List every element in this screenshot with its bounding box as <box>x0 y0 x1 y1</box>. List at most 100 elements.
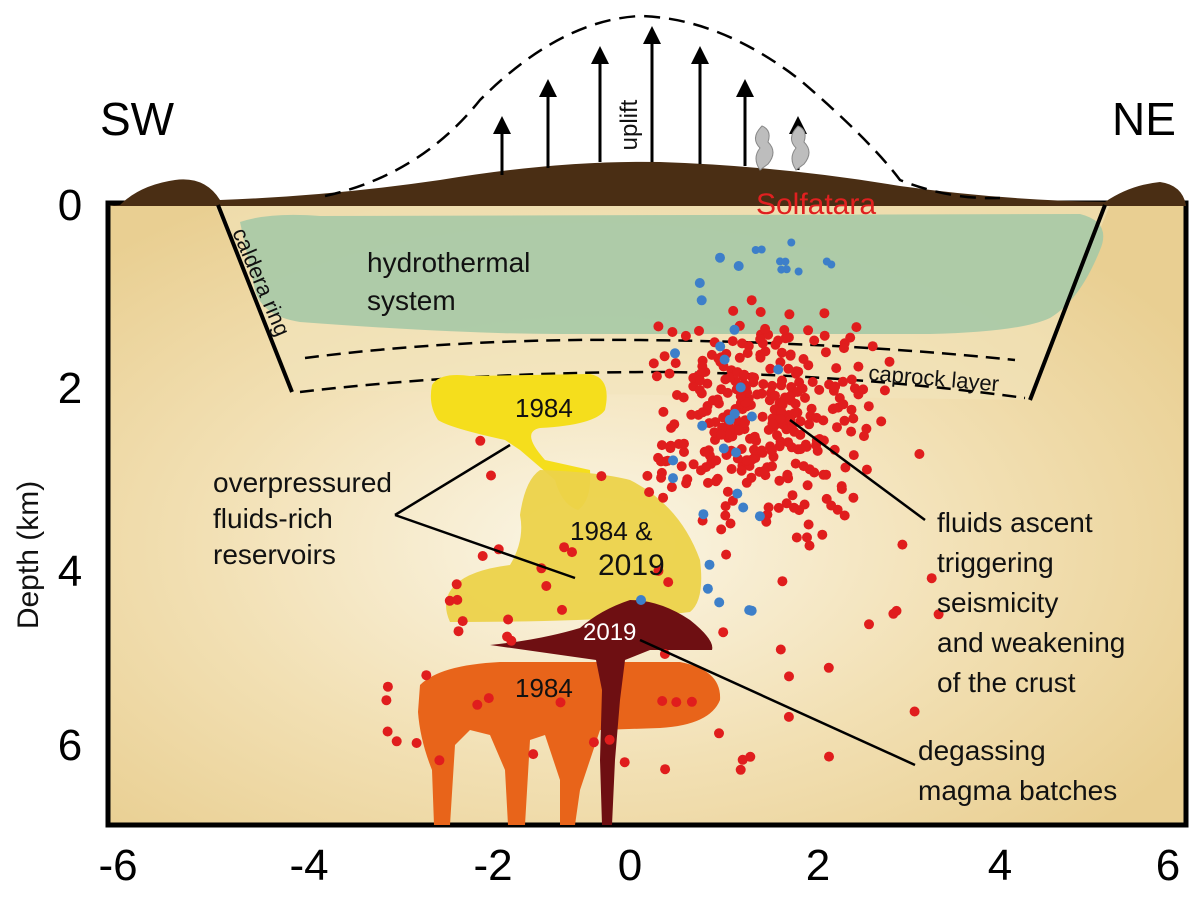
earthquake-dot <box>725 518 736 529</box>
earthquake-dot <box>695 375 705 386</box>
fluid-event-dot <box>718 443 729 454</box>
earthquake-dot <box>712 473 723 484</box>
earthquake-dot <box>773 502 784 513</box>
earthquake-dot <box>823 662 834 673</box>
earthquake-dot <box>826 500 837 511</box>
earthquake-dot <box>381 695 392 706</box>
earthquake-dot <box>741 455 752 466</box>
y-tick: 6 <box>58 721 82 770</box>
overpressured-label: overpressured <box>213 467 392 498</box>
fluid-event-dot <box>668 455 679 466</box>
magma-batch-2019 <box>490 600 713 825</box>
earthquake-dot <box>790 458 801 469</box>
earthquake-dot <box>720 501 731 512</box>
y-axis-label: Depth (km) <box>12 481 45 629</box>
earthquake-dot <box>714 728 724 739</box>
earthquake-dot <box>666 422 677 433</box>
earthquake-dot <box>831 363 842 374</box>
earthquake-dot <box>926 573 937 584</box>
earthquake-dot <box>784 391 795 402</box>
earthquake-dot <box>502 631 513 642</box>
earthquake-dot <box>804 419 815 430</box>
y-tick: 4 <box>58 547 82 596</box>
earthquake-dot <box>734 425 744 436</box>
earthquake-dot <box>541 581 552 591</box>
uplift-envelope <box>324 14 1001 200</box>
earthquake-dot <box>746 472 757 483</box>
fluid-event-dot <box>636 595 646 605</box>
earthquake-dot <box>472 699 483 710</box>
earthquake-dot <box>382 681 393 692</box>
earthquake-dot <box>659 351 670 362</box>
earthquake-dot <box>721 549 732 560</box>
earthquake-dot <box>830 381 841 392</box>
earthquake-dot <box>802 532 812 543</box>
earthquake-dot <box>736 465 747 476</box>
earthquake-dot <box>660 764 671 775</box>
earthquake-dot <box>848 413 859 424</box>
earthquake-dot <box>817 529 828 540</box>
earthquake-dot <box>779 325 790 335</box>
caprock-bottom <box>299 370 1026 400</box>
fluid-event-dot <box>757 245 766 254</box>
earthquake-dot <box>699 446 710 457</box>
fluid-event-dot <box>781 257 790 266</box>
earthquake-dot <box>653 452 664 463</box>
fluid-event-dot <box>754 511 765 522</box>
earthquake-dot <box>651 371 662 382</box>
earthquake-dot <box>421 670 432 681</box>
reservoir-1984-bottom <box>418 662 721 825</box>
degassing-label: magma batches <box>918 775 1117 806</box>
earthquake-dot <box>703 477 713 488</box>
earthquake-dot <box>765 363 776 374</box>
earthquake-dot <box>759 466 770 476</box>
earthquake-dot <box>748 377 759 388</box>
fluids-label: fluids ascent <box>937 507 1093 538</box>
earthquake-dot <box>557 604 567 615</box>
earthquake-dot <box>679 438 689 449</box>
fluid-event-dot <box>668 473 678 484</box>
fluid-event-dot <box>733 261 744 271</box>
earthquake-dot <box>782 469 793 480</box>
fluid-event-dot <box>787 238 796 247</box>
earthquake-dot <box>483 693 494 704</box>
earthquake-dot <box>503 614 514 625</box>
reservoir-label: 1984 <box>515 673 573 703</box>
earthquake-dot <box>853 361 864 372</box>
earthquake-dot <box>667 327 678 337</box>
earthquake-dot <box>726 464 737 474</box>
earthquake-dot <box>680 330 691 341</box>
earthquake-dot <box>821 469 832 480</box>
earthquake-dot <box>475 435 486 446</box>
earthquake-dot <box>718 627 729 638</box>
earthquake-dot <box>665 443 676 454</box>
fluid-event-dot <box>735 382 746 393</box>
earthquake-dot <box>749 431 760 442</box>
earthquake-dot <box>807 377 818 387</box>
earthquake-dot <box>697 407 708 418</box>
fluid-event-dot <box>777 265 786 274</box>
earthquake-dot <box>832 422 842 433</box>
earthquake-dot <box>749 444 759 455</box>
fluid-event-dot <box>732 488 743 499</box>
reservoir-1984-2019 <box>446 470 702 622</box>
earthquake-dot <box>720 510 731 521</box>
caldera-fault-right <box>1028 204 1107 401</box>
fluid-event-dot <box>702 583 713 594</box>
earthquake-dot <box>814 384 825 395</box>
earthquake-dot <box>845 332 856 343</box>
earthquake-dot <box>694 325 704 336</box>
x-tick: -2 <box>473 841 512 890</box>
earthquake-dot <box>783 437 794 448</box>
reservoir-label: 1984 <box>515 393 573 423</box>
earthquake-dot <box>838 376 848 387</box>
fluid-event-dot <box>794 267 803 276</box>
x-tick: 6 <box>1156 841 1180 890</box>
fluid-event-dot <box>724 414 735 425</box>
earthquake-dot <box>567 547 577 558</box>
earthquake-dot <box>783 363 794 374</box>
earthquake-dot <box>657 696 668 706</box>
earthquake-dot <box>802 480 813 491</box>
earthquake-dot <box>642 470 653 481</box>
fluid-event-dot <box>670 348 680 359</box>
